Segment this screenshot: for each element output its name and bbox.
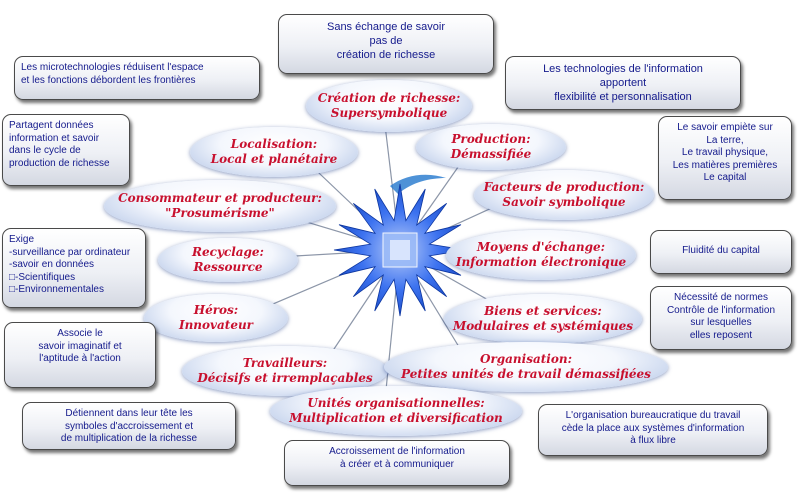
ellipse-biens-services: Biens et services: Modulaires et systémi… [444,294,642,344]
ellipse-recyclage: Recyclage: Ressource [158,238,298,282]
box-sans-echange: Sans échange de savoir pas de création d… [278,14,494,74]
ellipse-title: Facteurs de production: [483,180,645,194]
ellipse-title: Production: [451,132,531,146]
ellipse-title: Biens et services: [484,304,602,318]
box-accroissement: Accroissement de l'information à créer e… [284,440,510,486]
ellipse-organisation: Organisation: Petites unités de travail … [384,342,668,392]
ellipse-subtitle: Modulaires et systémiques [453,319,633,333]
central-star [333,183,467,317]
ellipse-subtitle: Local et planétaire [210,152,338,166]
ellipse-title: Consommateur et producteur: [118,191,322,205]
ellipse-subtitle: Ressource [193,260,263,274]
ellipse-title: Travailleurs: [242,356,328,370]
ellipse-subtitle: Décisifs et irremplaçables [197,371,373,385]
ellipse-title: Unités organisationnelles: [307,396,485,410]
ellipse-heros: Héros: Innovateur [144,294,288,342]
box-savoir-empiete: Le savoir empiète sur La terre, Le trava… [658,116,792,200]
ellipse-subtitle: Supersymbolique [330,106,448,120]
ellipse-localisation: Localisation: Local et planétaire [190,127,358,177]
ellipse-creation-richesse: Création de richesse: Supersymbolique [306,80,472,132]
box-exige: Exige -surveillance par ordinateur -savo… [2,228,146,308]
box-technologies-information: Les technologies de l'information apport… [505,56,741,110]
ellipse-subtitle: Multiplication et diversification [289,411,503,425]
ellipse-title: Organisation: [479,352,572,366]
ellipse-title: Création de richesse: [317,91,461,105]
box-microtechnologies: Les microtechnologies réduisent l'espace… [14,56,260,100]
swoosh-decoration [390,174,446,194]
ellipse-facteurs-production: Facteurs de production: Savoir symboliqu… [474,170,654,220]
ellipse-subtitle: "Prosumérisme" [165,206,275,220]
box-detiennent: Détiennent dans leur tête les symboles d… [22,402,236,450]
ellipse-subtitle: Information électronique [455,255,627,269]
box-fluidite: Fluidité du capital [650,230,792,274]
ellipse-unites-organisationnelles: Unités organisationnelles: Multiplicatio… [270,386,522,436]
ellipse-title: Localisation: [230,137,318,151]
ellipse-subtitle: Démassifiée [450,147,532,161]
ellipse-subtitle: Petites unités de travail démassifiées [401,367,651,381]
ellipse-consommateur-producteur: Consommateur et producteur: "Prosumérism… [104,180,336,232]
ellipse-subtitle: Savoir symbolique [502,195,626,209]
ellipse-title: Héros: [193,303,239,317]
ellipse-title: Recyclage: [192,245,264,259]
box-organisation-bureaucratique: L'organisation bureaucratique du travail… [538,404,768,456]
ellipse-subtitle: Innovateur [178,318,254,332]
ellipse-production: Production: Démassifiée [416,124,566,170]
ellipse-title: Moyens d'échange: [476,240,606,254]
ellipse-moyens-echange: Moyens d'échange: Information électroniq… [446,230,636,280]
box-necessite: Nécessité de normes Contrôle de l'inform… [650,286,792,350]
box-partagent: Partagent données information et savoir … [2,114,130,186]
box-associe: Associe le savoir imaginatif et l'aptitu… [4,322,156,388]
